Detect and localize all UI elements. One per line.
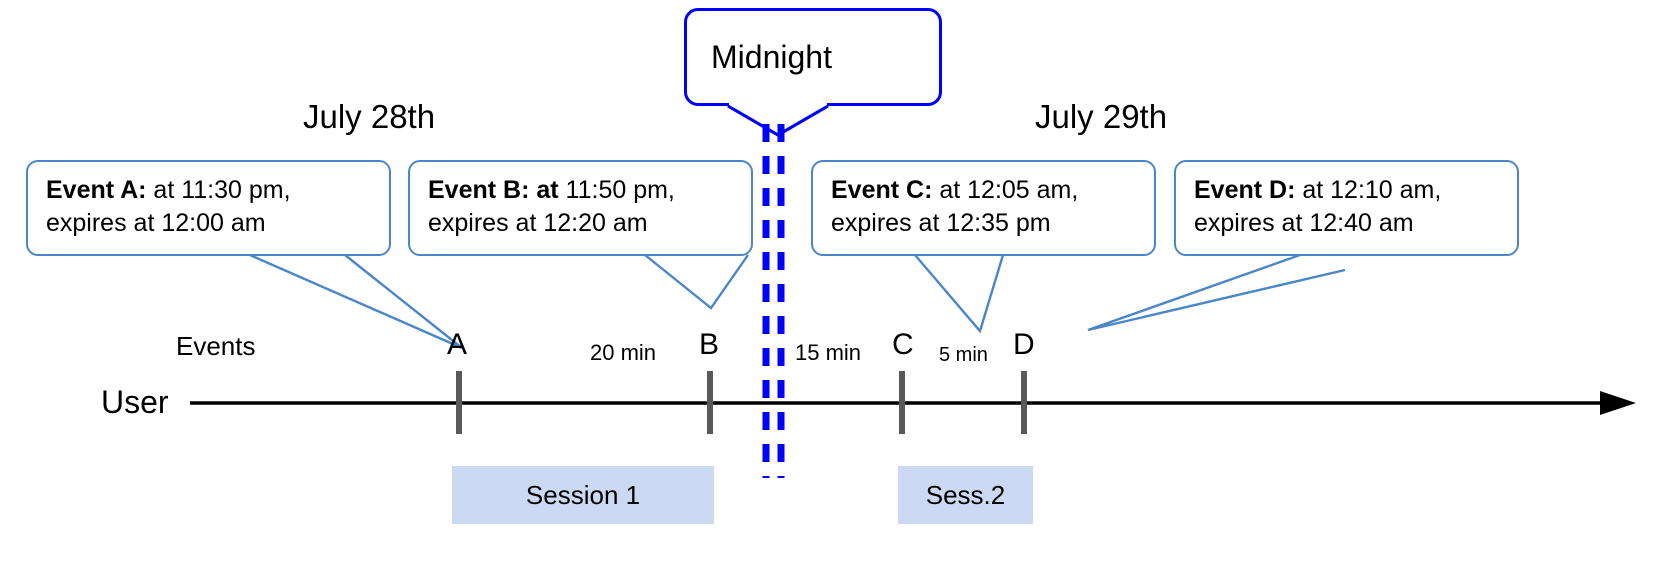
gap-label-20-min: 20 min bbox=[590, 340, 656, 366]
callout-event-c-line2: expires at 12:35 pm bbox=[831, 209, 1051, 237]
callout-event-b-rest: 11:50 pm, bbox=[558, 176, 675, 204]
midnight-label: Midnight bbox=[711, 38, 832, 75]
gap-label-5-min-text: 5 min bbox=[939, 344, 988, 366]
session-box-2: Sess.2 bbox=[898, 466, 1033, 524]
callout-event-d-rest: at 12:10 am, bbox=[1295, 176, 1442, 204]
callout-event-a-line1: Event A: at 11:30 pm, bbox=[46, 174, 373, 207]
callout-event-d-bold: Event D: bbox=[1194, 176, 1296, 204]
event-letter-a: A bbox=[447, 328, 467, 362]
callout-event-c: Event C: at 12:05 am, expires at 12:35 p… bbox=[811, 160, 1156, 256]
callout-event-d-line1: Event D: at 12:10 am, bbox=[1194, 174, 1501, 207]
session-box-1: Session 1 bbox=[452, 466, 714, 524]
callout-event-b-line2: expires at 12:20 am bbox=[428, 209, 648, 237]
callout-event-d-line2: expires at 12:40 am bbox=[1194, 209, 1414, 237]
callout-event-a: Event A: at 11:30 pm, expires at 12:00 a… bbox=[26, 160, 391, 256]
date-label-july-29-text: July 29th bbox=[1035, 98, 1168, 135]
callout-event-c-bold: Event C: bbox=[831, 176, 933, 204]
callout-event-d: Event D: at 12:10 am, expires at 12:40 a… bbox=[1174, 160, 1519, 256]
date-label-july-29: July 29th bbox=[1035, 98, 1167, 136]
leader-line-event-a bbox=[249, 253, 463, 350]
row-label-events-text: Events bbox=[176, 331, 256, 361]
callout-event-a-line2: expires at 12:00 am bbox=[46, 209, 266, 237]
row-label-events: Events bbox=[176, 331, 256, 362]
gap-label-15-min-text: 15 min bbox=[795, 340, 862, 365]
date-label-july-28-text: July 28th bbox=[303, 98, 436, 135]
session-box-2-label: Sess.2 bbox=[925, 479, 1006, 510]
callout-event-b: Event B: at 11:50 pm, expires at 12:20 a… bbox=[408, 160, 753, 256]
event-letter-c-text: C bbox=[892, 328, 914, 361]
callout-event-a-rest: at 11:30 pm, bbox=[146, 176, 291, 204]
row-label-user: User bbox=[101, 384, 169, 421]
event-letter-b: B bbox=[699, 328, 719, 362]
midnight-callout: Midnight bbox=[684, 8, 942, 106]
leader-line-event-c bbox=[914, 254, 1005, 334]
leader-line-event-d bbox=[1087, 253, 1346, 332]
session-box-1-label: Session 1 bbox=[525, 479, 641, 510]
callout-event-b-line1: Event B: at 11:50 pm, bbox=[428, 174, 735, 207]
date-label-july-28: July 28th bbox=[303, 98, 435, 136]
timeline-arrowhead bbox=[1600, 391, 1636, 415]
callout-event-c-rest: at 12:05 am, bbox=[932, 176, 1079, 204]
leader-line-event-b bbox=[644, 254, 749, 310]
row-label-user-text: User bbox=[101, 384, 169, 420]
gap-label-15-min: 15 min bbox=[795, 340, 861, 366]
gap-label-20-min-text: 20 min bbox=[590, 340, 657, 365]
event-letter-b-text: B bbox=[699, 328, 720, 361]
event-letter-d: D bbox=[1013, 328, 1035, 362]
callout-event-a-bold: Event A: bbox=[46, 176, 147, 204]
event-letter-c: C bbox=[892, 328, 914, 362]
callout-event-b-bold: Event B: at bbox=[428, 176, 559, 204]
event-letter-d-text: D bbox=[1013, 328, 1035, 361]
event-letter-a-text: A bbox=[447, 328, 468, 361]
gap-label-5-min: 5 min bbox=[939, 344, 988, 367]
callout-event-c-line1: Event C: at 12:05 am, bbox=[831, 174, 1138, 207]
